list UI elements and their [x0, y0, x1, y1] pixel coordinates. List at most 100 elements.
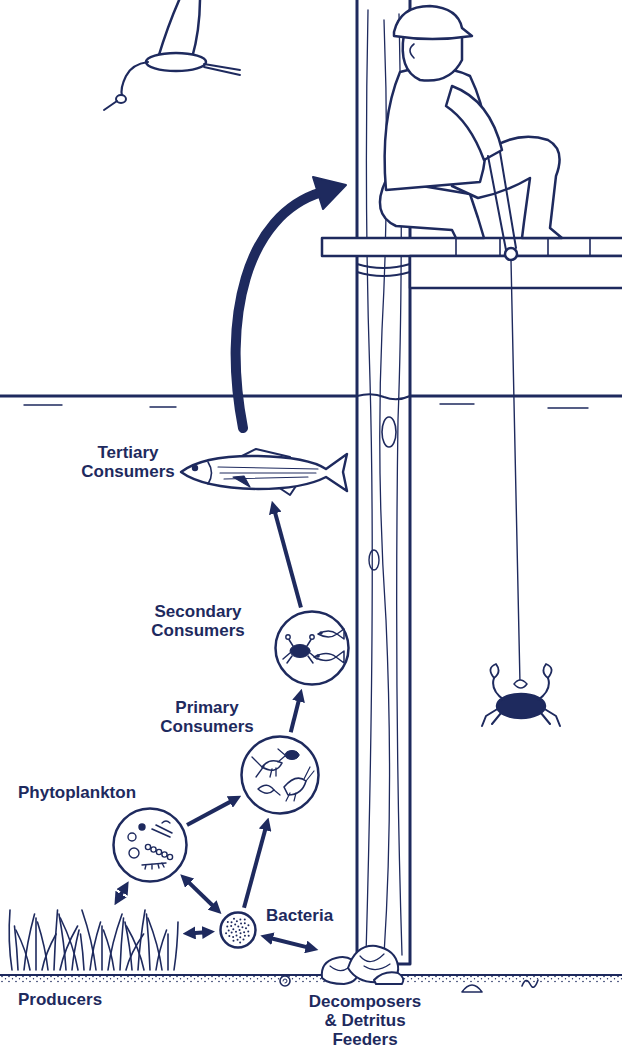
bacterium [232, 940, 234, 942]
bacterium [241, 926, 243, 928]
bacterium [231, 932, 233, 934]
phytoplankton-cell [129, 848, 139, 858]
crab-legs [283, 638, 317, 663]
producer-grass: Producers [8, 908, 180, 972]
producer-grass-outline [8, 908, 180, 972]
consumer-circle-drawing [276, 612, 349, 685]
oyster-shell [374, 972, 403, 984]
shrimp [284, 778, 306, 795]
heron-neck [122, 62, 149, 96]
phytoplankton-cell [139, 824, 145, 830]
food-web-arrow [187, 800, 233, 825]
rope [357, 264, 410, 276]
diatom-chain [156, 849, 161, 854]
decomposer-shells-drawing [322, 946, 404, 984]
bacterium [244, 918, 246, 920]
dock-beam [410, 256, 622, 288]
node-label: Tertiary Consumers [81, 443, 175, 481]
fish-pectoral-fin [233, 476, 250, 487]
bacterium [234, 924, 236, 926]
harvest-arrowhead [313, 177, 346, 209]
harvest-arrow [236, 192, 322, 428]
food-web-arrow [187, 880, 215, 907]
crab-claws [490, 664, 551, 678]
fishing-line [511, 260, 520, 684]
water-surface [357, 394, 410, 399]
seagrass-blade [148, 918, 162, 970]
snail-shell [280, 976, 290, 986]
larva-tail [274, 790, 280, 795]
node-label: Secondary Consumers [151, 602, 245, 640]
food-web-arrow [291, 697, 300, 732]
bacteria-circle-drawing [221, 913, 256, 948]
water-surface [0, 395, 622, 398]
phytoplankton-circle-drawing [114, 809, 187, 882]
seagrass-blade [80, 934, 84, 970]
bacterium [228, 929, 230, 931]
seagrass-blade [126, 926, 144, 970]
circle-outline [221, 913, 256, 948]
bacterium [231, 921, 233, 923]
consumer-circle-outline [240, 735, 320, 815]
bait [514, 680, 527, 688]
seagrass-blade [167, 934, 169, 970]
bacterium [242, 939, 244, 941]
larva [258, 785, 274, 793]
bacterium [243, 931, 245, 933]
bacterium [230, 925, 232, 927]
seagrass-blade [37, 922, 48, 970]
bacterium [244, 922, 246, 924]
man-hand [505, 248, 517, 260]
circle-outline [276, 612, 349, 685]
diatom-chain [162, 852, 167, 857]
dock-deck [322, 238, 622, 256]
bacterium [240, 932, 242, 934]
bacteria-circle: Bacteria [219, 911, 257, 949]
decomposer-shells: Decomposers & Detritus Feeders [318, 938, 406, 984]
phytoplankton-cell [162, 821, 170, 823]
consumer-circle: Primary Consumers [240, 735, 320, 815]
seagrass-blade [16, 930, 30, 970]
small-fish [314, 651, 344, 663]
shell-ridges [330, 954, 390, 971]
decomposer-shells-outline [318, 938, 406, 984]
bacterium [236, 920, 238, 922]
heron-wing [158, 0, 200, 58]
crab-claw [286, 635, 290, 639]
node-label: Phytoplankton [18, 783, 136, 802]
bacterium [232, 936, 234, 938]
wood-knot [369, 550, 379, 570]
food-web-arrow [244, 826, 266, 908]
copepod-legs [252, 757, 276, 777]
wood-knot [382, 417, 396, 447]
phytoplankton-cell [128, 833, 136, 841]
bacterium [247, 930, 249, 932]
clam-shell [462, 985, 482, 992]
seagrass-blade [101, 926, 103, 970]
ripple [24, 404, 588, 408]
consumer-circle-drawing [242, 737, 319, 814]
bacterium [227, 921, 229, 923]
consumer-circle-outline [274, 610, 350, 686]
phytoplankton-circle-outline [112, 807, 188, 883]
fish-eye [193, 466, 198, 471]
crab-body [497, 694, 545, 718]
consumer-circle: Secondary Consumers [274, 610, 350, 686]
worm [522, 980, 538, 987]
diatom-rod [152, 825, 172, 837]
spiny-alga [142, 863, 166, 869]
man-cap [394, 6, 472, 39]
bacterium [225, 932, 227, 934]
man-ear [410, 44, 414, 58]
seafloor [0, 974, 622, 976]
bacterium [239, 929, 241, 931]
seagrass-blade [174, 922, 178, 970]
seagrass-blade [24, 914, 35, 970]
bacterium [232, 928, 234, 930]
bacterium [236, 934, 238, 936]
dock-planks [456, 238, 590, 256]
man-forearm [488, 152, 516, 250]
fish-gill [208, 462, 212, 484]
fish-eye [320, 632, 322, 634]
